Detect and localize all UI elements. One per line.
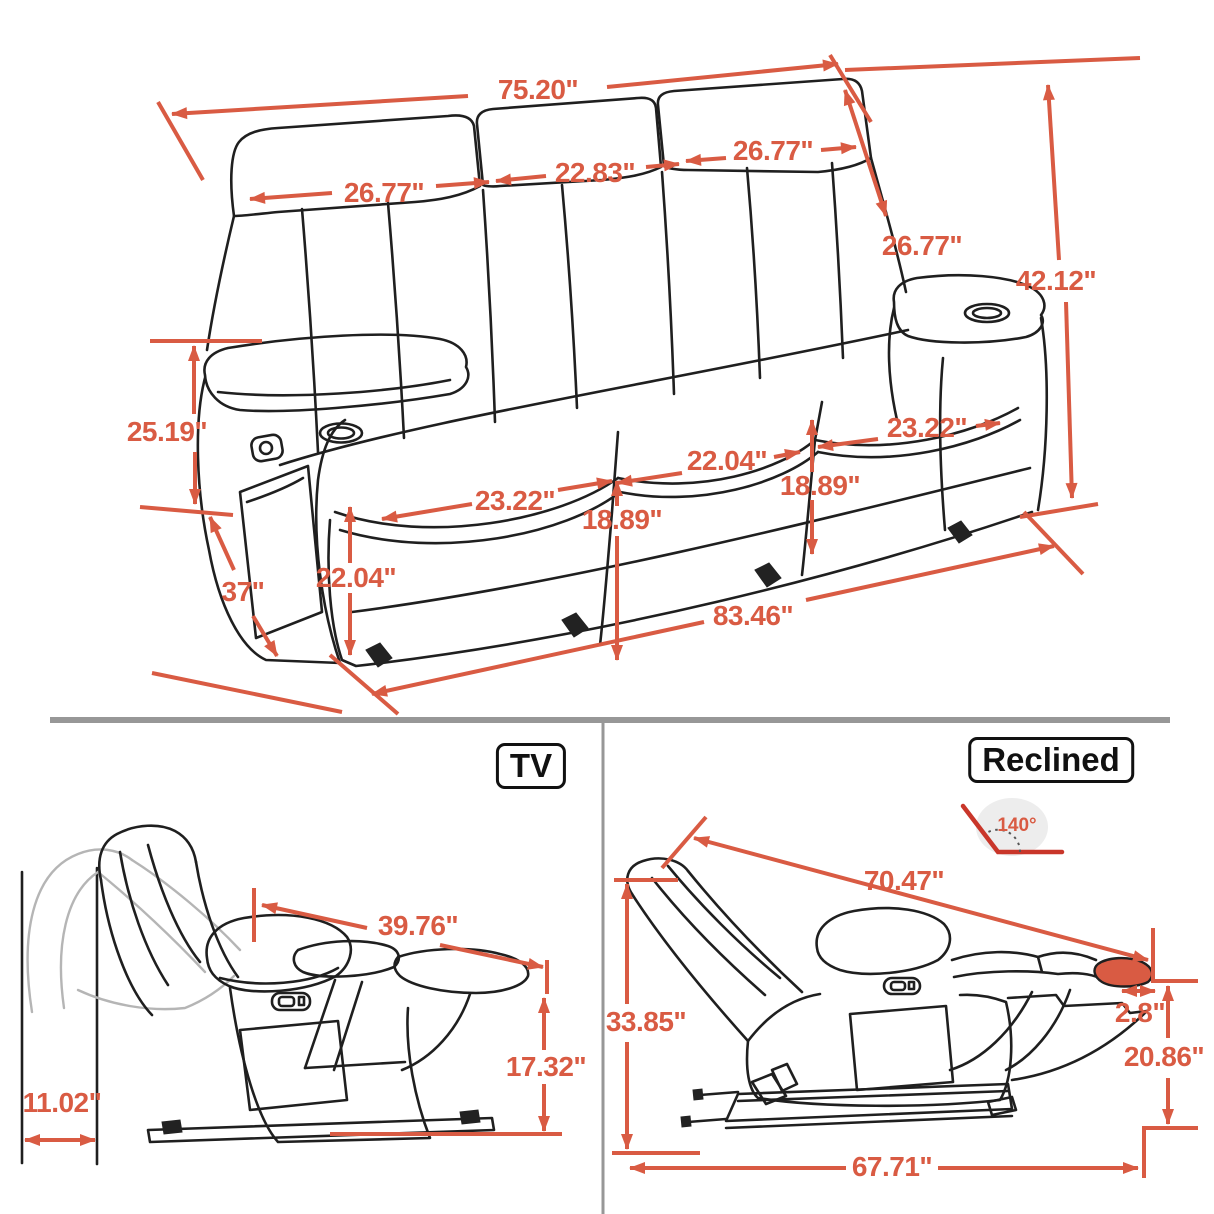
dim-headrest-left: 26.77" (343, 177, 425, 208)
sofa-foot (754, 562, 782, 588)
dim-tv-wall-distance: 11.02" (22, 1087, 102, 1118)
dim-reclined-back-height: 33.85" (605, 1006, 687, 1037)
tv-view-title: TV (495, 743, 567, 789)
armrest-side (205, 913, 353, 993)
sofa-foot (561, 612, 589, 638)
section-dividers (50, 717, 1170, 1214)
dim-headrest-right: 26.77" (732, 135, 814, 166)
cup-holder-icon (963, 302, 1011, 324)
dim-seat-depth-left: 18.89" (581, 504, 663, 535)
dim-reclined-total-length: 67.71" (851, 1151, 933, 1182)
dim-front-height: 22.04" (315, 562, 397, 593)
dim-seat-depth-right: 18.89" (779, 470, 861, 501)
main-dimensions (139, 53, 1141, 716)
reclined-view-drawing (626, 857, 1154, 1130)
ghost-reclined-outline (26, 848, 242, 1014)
tv-dimensions (24, 888, 562, 1146)
side-pocket (238, 1019, 349, 1112)
dim-tv-length: 39.76" (377, 910, 459, 941)
reclined-view-title: Reclined (968, 737, 1134, 783)
dim-seat-mid: 22.04" (686, 445, 768, 476)
highlighted-footrest-pad (1093, 956, 1154, 988)
reclined-dimensions (612, 798, 1198, 1178)
sofa-foot (365, 642, 393, 668)
side-pocket (848, 1004, 955, 1092)
left-armrest (203, 333, 470, 413)
dim-recline-angle: 140° (997, 815, 1037, 836)
sofa-foot (947, 520, 973, 544)
dim-total-width: 83.46" (712, 600, 794, 631)
dim-footrest-thickness: 2.8" (1114, 997, 1166, 1028)
dim-headrest-mid: 22.83" (554, 157, 636, 188)
armrest-side (815, 906, 952, 976)
dim-back-height: 26.77" (881, 230, 963, 261)
headrest-mid (475, 96, 663, 188)
usb-panel-icon (882, 976, 922, 996)
recline-angle-icon (960, 798, 1065, 856)
dim-overall-width: 75.20" (497, 74, 579, 105)
main-sofa-drawing (196, 77, 1049, 668)
dim-footrest-height: 20.86" (1123, 1041, 1205, 1072)
dim-depth: 37" (221, 576, 265, 607)
side-pocket (238, 464, 324, 640)
usb-panel-icon (270, 991, 312, 1012)
dim-tv-footrest-height: 17.32" (505, 1051, 587, 1082)
dim-seat-right: 23.22" (886, 412, 968, 443)
recline-lever-icon (250, 433, 284, 463)
dim-reclined-length: 70.47" (863, 865, 945, 896)
tv-view-drawing (20, 824, 530, 1166)
headrest-left (229, 114, 482, 218)
cup-holder-icon (318, 422, 364, 444)
dim-arm-height: 25.19" (126, 416, 208, 447)
dim-total-height: 42.12" (1015, 265, 1097, 296)
dim-seat-left: 23.22" (474, 485, 556, 516)
right-armrest (892, 273, 1046, 344)
